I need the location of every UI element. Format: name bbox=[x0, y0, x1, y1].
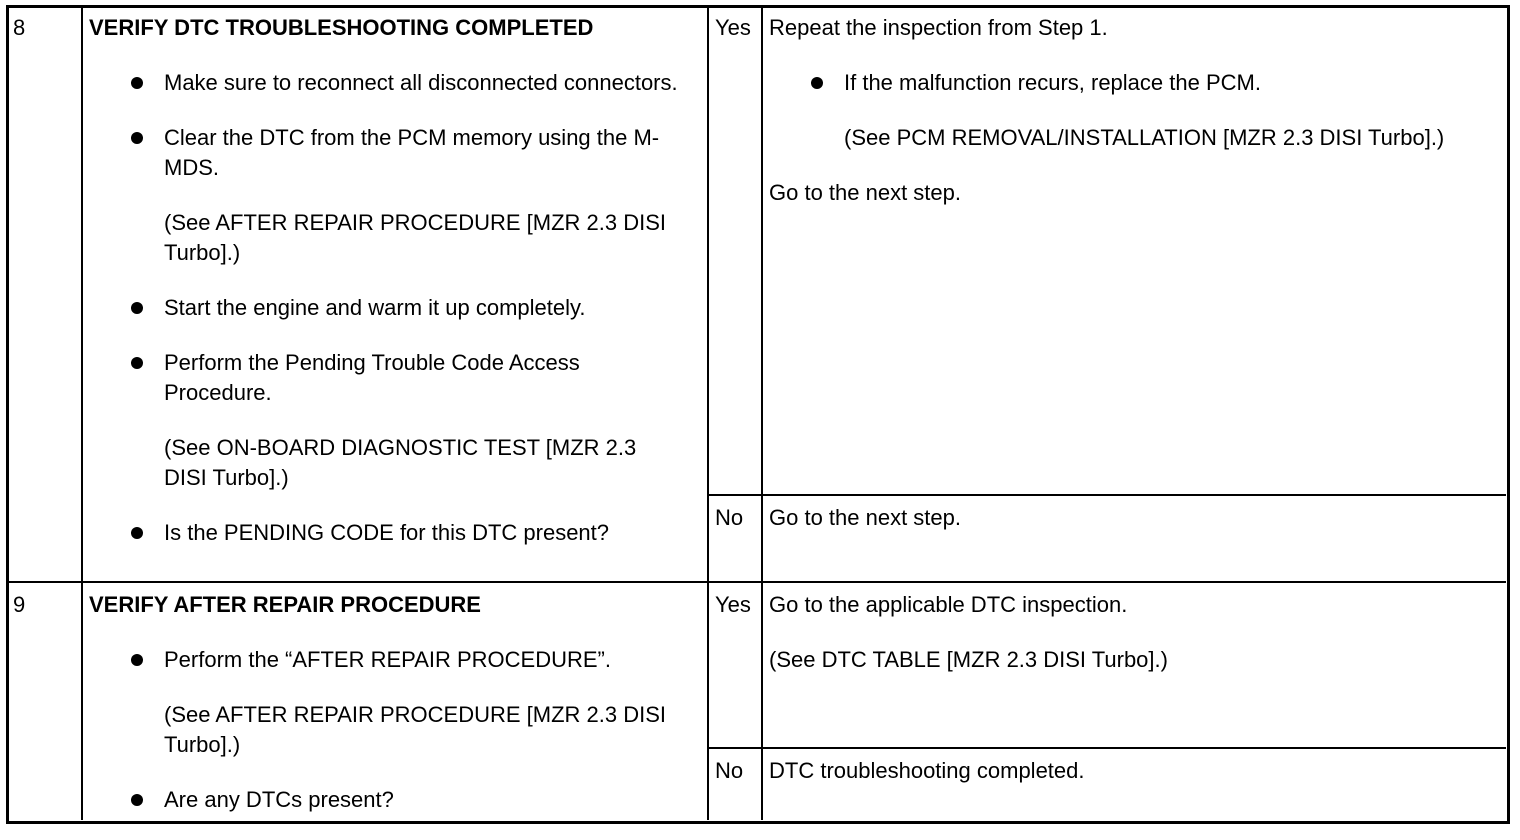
row-divider bbox=[6, 581, 1506, 583]
bullet-icon bbox=[131, 77, 143, 89]
column-divider bbox=[761, 6, 763, 820]
step-title: VERIFY AFTER REPAIR PROCEDURE bbox=[89, 592, 481, 617]
bullet-icon bbox=[131, 302, 143, 314]
yes-action: Go to the applicable DTC inspection. (Se… bbox=[769, 582, 1504, 700]
bullet-icon bbox=[131, 357, 143, 369]
list-item: Are any DTCs present? bbox=[131, 785, 684, 815]
list-item: Is the PENDING CODE for this DTC present… bbox=[131, 518, 684, 548]
reference-link[interactable]: (See DTC TABLE [MZR 2.3 DISI Turbo].) bbox=[769, 647, 1168, 672]
no-label: No bbox=[715, 505, 744, 530]
column-divider bbox=[81, 6, 83, 820]
step-8-content: VERIFY DTC TROUBLESHOOTING COMPLETED Mak… bbox=[89, 5, 704, 573]
no-action: Go to the next step. bbox=[769, 505, 962, 530]
reference-link[interactable]: (See ON-BOARD DIAGNOSTIC TEST [MZR 2.3 D… bbox=[164, 435, 637, 490]
bullet-icon bbox=[811, 77, 823, 89]
troubleshooting-table bbox=[6, 5, 1510, 824]
column-divider bbox=[707, 6, 709, 820]
yes-no-divider bbox=[708, 494, 1506, 496]
bullet-icon bbox=[131, 132, 143, 144]
reference-link[interactable]: (See AFTER REPAIR PROCEDURE [MZR 2.3 DIS… bbox=[164, 702, 667, 757]
list-item: Perform the “AFTER REPAIR PROCEDURE”. bbox=[131, 645, 684, 675]
step-number: 9 bbox=[13, 592, 26, 617]
list-item: Make sure to reconnect all disconnected … bbox=[131, 68, 684, 98]
bullet-icon bbox=[131, 794, 143, 806]
bullet-icon bbox=[131, 654, 143, 666]
list-item: Clear the DTC from the PCM memory using … bbox=[131, 123, 684, 183]
no-label: No bbox=[715, 758, 744, 783]
list-item: Perform the Pending Trouble Code Access … bbox=[131, 348, 684, 408]
list-item: Start the engine and warm it up complete… bbox=[131, 293, 684, 323]
reference-link[interactable]: (See PCM REMOVAL/INSTALLATION [MZR 2.3 D… bbox=[844, 125, 1445, 150]
yes-label: Yes bbox=[715, 592, 751, 617]
step-title: VERIFY DTC TROUBLESHOOTING COMPLETED bbox=[89, 15, 594, 40]
yes-label: Yes bbox=[715, 15, 751, 40]
reference-link[interactable]: (See AFTER REPAIR PROCEDURE [MZR 2.3 DIS… bbox=[164, 210, 667, 265]
yes-action: Repeat the inspection from Step 1. If th… bbox=[769, 5, 1504, 233]
no-action: DTC troubleshooting completed. bbox=[769, 758, 1085, 783]
list-item: If the malfunction recurs, replace the P… bbox=[811, 68, 1464, 98]
step-9-content: VERIFY AFTER REPAIR PROCEDURE Perform th… bbox=[89, 582, 704, 840]
bullet-icon bbox=[131, 527, 143, 539]
step-number: 8 bbox=[13, 15, 26, 40]
yes-no-divider bbox=[708, 747, 1506, 749]
